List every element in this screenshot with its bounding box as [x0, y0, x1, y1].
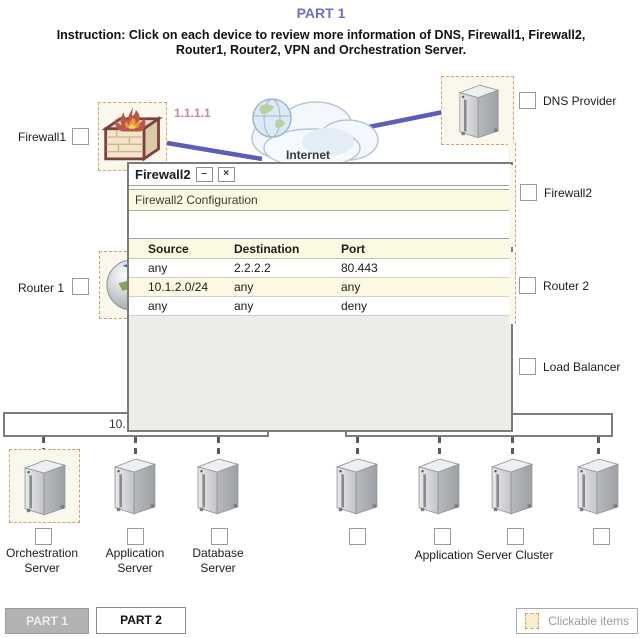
cluster-checkbox-1[interactable]	[349, 528, 366, 545]
column-port: Port	[341, 241, 365, 256]
hidden-device-box-sliver	[509, 165, 516, 247]
dialog-titlebar[interactable]: Firewall2 – ×	[129, 164, 511, 186]
clickable-swatch-icon	[525, 613, 540, 629]
server-icon	[454, 81, 504, 141]
firewall1-ip: 1.1.1.1	[174, 106, 211, 120]
router2-label: Router 2	[543, 279, 590, 293]
dns-checkbox[interactable]	[519, 92, 536, 109]
firewall2-dialog: Firewall2 – × Firewall2 Configuration So…	[127, 162, 513, 432]
dns-label: DNS Provider	[543, 94, 617, 108]
minimize-icon[interactable]: –	[195, 167, 213, 182]
table-row: 10.1.2.0/24 any any	[129, 278, 511, 297]
load-balancer-checkbox[interactable]	[519, 358, 536, 375]
orchestration-server-device[interactable]	[9, 449, 80, 523]
part2-button[interactable]: PART 2	[96, 607, 186, 634]
connector	[356, 437, 359, 454]
connector	[217, 437, 220, 454]
hidden-device-box-sliver	[508, 143, 516, 162]
database-server-label: Database Server	[192, 546, 244, 575]
connector	[438, 437, 441, 454]
cell-source: any	[148, 299, 168, 313]
svg-text:Internet: Internet	[286, 148, 330, 162]
dialog-title: Firewall2	[135, 167, 191, 182]
cell-source: 10.1.2.0/24	[148, 280, 209, 294]
dns-device[interactable]	[441, 76, 514, 145]
orchestration-server-label: Orchestration Server	[5, 546, 79, 575]
orchestration-checkbox[interactable]	[35, 528, 52, 545]
connector	[134, 437, 137, 454]
table-row: any any deny	[129, 297, 511, 316]
part1-button[interactable]: PART 1	[5, 608, 89, 634]
cluster-label: Application Server Cluster	[414, 548, 554, 562]
cluster-checkbox-4[interactable]	[593, 528, 610, 545]
segment-ip-label: 10.	[109, 417, 126, 431]
router1-checkbox[interactable]	[72, 278, 89, 295]
cell-port: any	[341, 280, 361, 294]
hidden-device-box-sliver	[509, 252, 516, 324]
connector	[511, 437, 514, 454]
router2-checkbox[interactable]	[519, 277, 536, 294]
dialog-strip	[129, 186, 511, 189]
column-destination: Destination	[234, 241, 300, 256]
firewall-icon	[102, 106, 164, 168]
load-balancer-label: Load Balancer	[543, 360, 621, 374]
connector	[597, 437, 600, 454]
firewall1-label: Firewall1	[18, 130, 67, 144]
rule-table-header: Source Destination Port	[129, 238, 511, 259]
firewall2-label: Firewall2	[544, 186, 593, 200]
firewall1-checkbox[interactable]	[72, 128, 89, 145]
dialog-spacer	[129, 211, 511, 238]
cell-destination: 2.2.2.2	[234, 261, 271, 275]
dialog-body	[129, 316, 511, 430]
instruction-text: Instruction: Click on each device to rev…	[56, 28, 586, 57]
page-title: PART 1	[296, 5, 346, 21]
legend-label: Clickable items	[548, 614, 629, 628]
router1-label: Router 1	[18, 281, 65, 295]
firewall2-checkbox[interactable]	[520, 184, 537, 201]
clickable-items-legend: Clickable items	[516, 608, 638, 634]
cluster-checkbox-2[interactable]	[434, 528, 451, 545]
application-server-label: Application Server	[105, 546, 165, 575]
connector	[42, 437, 45, 454]
database-checkbox[interactable]	[211, 528, 228, 545]
cell-destination: any	[234, 280, 254, 294]
close-icon[interactable]: ×	[217, 167, 235, 182]
internet-cloud: Internet	[251, 98, 379, 168]
column-source: Source	[148, 241, 189, 256]
firewall1-device[interactable]	[98, 102, 167, 171]
application-checkbox[interactable]	[127, 528, 144, 545]
cell-port: 80.443	[341, 261, 378, 275]
table-row: any 2.2.2.2 80.443	[129, 259, 511, 278]
cluster-checkbox-3[interactable]	[507, 528, 524, 545]
server-icon	[19, 454, 71, 520]
dialog-subtitle: Firewall2 Configuration	[129, 189, 511, 211]
cell-port: deny	[341, 299, 368, 313]
cell-source: any	[148, 261, 168, 275]
cell-destination: any	[234, 299, 254, 313]
